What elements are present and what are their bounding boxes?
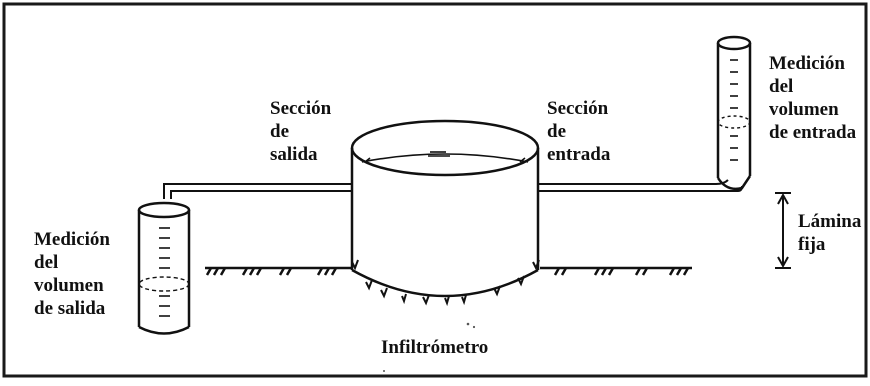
diagram-frame: [2, 2, 868, 378]
inlet-section-label: Sección de entrada: [547, 98, 611, 165]
infiltrometer-ring: [350, 119, 540, 298]
fixed-head-dimension: [775, 192, 791, 269]
ground-surface-left: [205, 266, 352, 276]
outflow-graduated-cylinder: [137, 201, 191, 335]
outlet-section-label: Sección de salida: [270, 98, 332, 165]
inlet-pipe: [538, 179, 743, 192]
outlet-pipe: [163, 183, 352, 199]
instrument-title: Infiltrómetro: [381, 337, 489, 358]
ring-water-surface: [361, 151, 529, 163]
grass-marks: [351, 259, 540, 307]
scan-specks: [383, 322, 476, 372]
fixed-head-label: Lámina fija: [798, 211, 862, 255]
outflow-measurement-label: Medición del volumen de salida: [34, 229, 110, 319]
inflow-graduated-cylinder: [716, 35, 752, 191]
ground-surface-right: [540, 266, 692, 276]
inflow-measurement-label: Medición del volumen de entrada: [769, 53, 857, 143]
